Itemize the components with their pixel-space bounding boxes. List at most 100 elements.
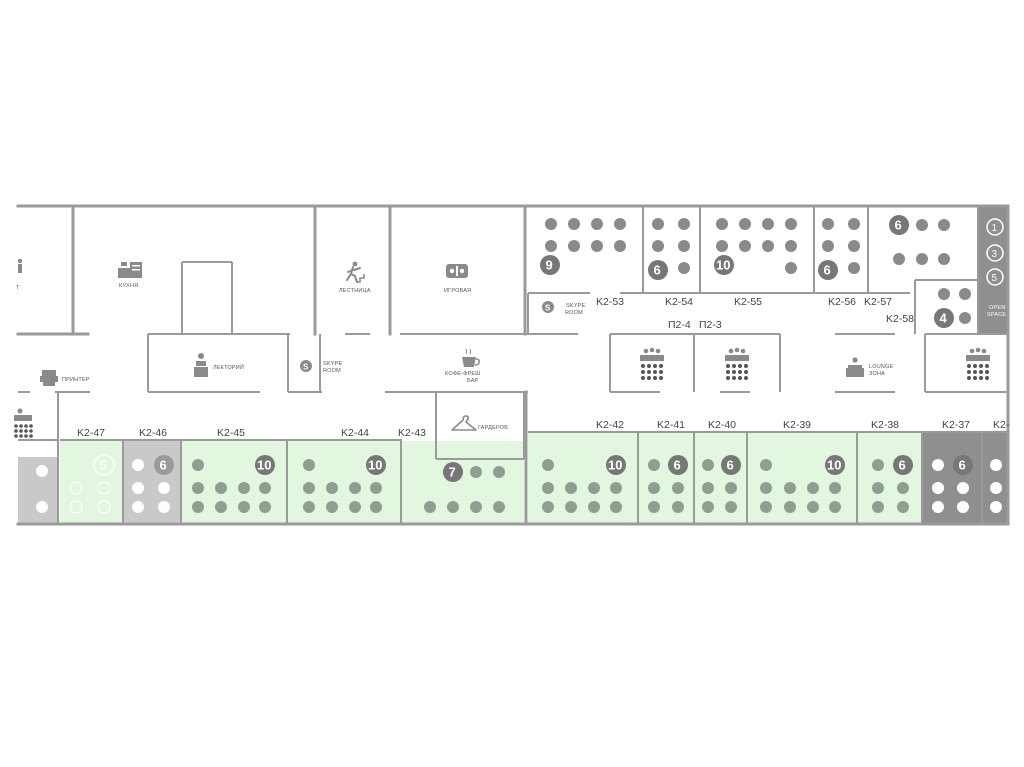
room-k2-43-fill[interactable] [402, 441, 524, 523]
seat-dot[interactable] [69, 481, 83, 495]
seat-dot[interactable] [807, 482, 819, 494]
seat-dot[interactable] [591, 218, 603, 230]
seat-dot[interactable] [470, 466, 482, 478]
seat-dot[interactable] [725, 482, 737, 494]
seat-dot[interactable] [822, 218, 834, 230]
seat-dot[interactable] [897, 482, 909, 494]
seat-dot[interactable] [938, 219, 950, 231]
seat-dot[interactable] [807, 501, 819, 513]
room-label-k2-58[interactable]: K2-58 [886, 313, 914, 325]
seat-dot[interactable] [588, 501, 600, 513]
seat-dot[interactable] [957, 501, 969, 513]
seat-dot[interactable] [648, 459, 660, 471]
seat-dot[interactable] [591, 240, 603, 252]
room-label-k2-53[interactable]: K2-53 [596, 296, 624, 308]
room-label-k2-39[interactable]: K2-39 [783, 419, 811, 431]
seat-dot[interactable] [158, 501, 170, 513]
seat-dot[interactable] [702, 482, 714, 494]
seat-dot[interactable] [822, 240, 834, 252]
seat-dot[interactable] [762, 218, 774, 230]
seat-dot[interactable] [493, 466, 505, 478]
seat-dot[interactable] [848, 218, 860, 230]
seat-dot[interactable] [97, 500, 111, 514]
seat-dot[interactable] [702, 459, 714, 471]
seat-dot[interactable] [932, 459, 944, 471]
seat-dot[interactable] [493, 501, 505, 513]
room-label-k2-43[interactable]: K2-43 [398, 427, 426, 439]
seat-dot[interactable] [326, 501, 338, 513]
seat-dot[interactable] [326, 482, 338, 494]
seat-dot[interactable] [36, 501, 48, 513]
seat-dot[interactable] [959, 288, 971, 300]
seat-dot[interactable] [370, 501, 382, 513]
room-label-k2-45[interactable]: K2-45 [217, 427, 245, 439]
room-label-k2-56[interactable]: K2-56 [828, 296, 856, 308]
room-k2-41-fill[interactable] [639, 433, 693, 523]
seat-dot[interactable] [349, 482, 361, 494]
seat-dot[interactable] [784, 501, 796, 513]
room-label-k2-36-partial[interactable]: K2- [993, 419, 1010, 431]
seat-dot[interactable] [829, 482, 841, 494]
seat-dot[interactable] [652, 218, 664, 230]
seat-dot[interactable] [303, 501, 315, 513]
seat-dot[interactable] [69, 500, 83, 514]
seat-dot[interactable] [97, 481, 111, 495]
seat-dot[interactable] [760, 501, 772, 513]
seat-dot[interactable] [215, 482, 227, 494]
seat-dot[interactable] [614, 218, 626, 230]
seat-dot[interactable] [545, 218, 557, 230]
room-label-k2-44[interactable]: K2-44 [341, 427, 369, 439]
seat-dot[interactable] [990, 501, 1002, 513]
room-label-p2-4[interactable]: П2-4 [668, 319, 691, 331]
seat-dot[interactable] [215, 501, 227, 513]
room-label-k2-47[interactable]: K2-47 [77, 427, 105, 439]
seat-dot[interactable] [614, 240, 626, 252]
room-label-k2-46[interactable]: K2-46 [139, 427, 167, 439]
seat-dot[interactable] [938, 288, 950, 300]
seat-dot[interactable] [588, 482, 600, 494]
seat-dot[interactable] [725, 501, 737, 513]
seat-dot[interactable] [303, 459, 315, 471]
seat-dot[interactable] [158, 482, 170, 494]
seat-dot[interactable] [470, 501, 482, 513]
seat-dot[interactable] [716, 218, 728, 230]
seat-dot[interactable] [192, 501, 204, 513]
seat-dot[interactable] [192, 459, 204, 471]
seat-dot[interactable] [259, 501, 271, 513]
seat-dot[interactable] [672, 501, 684, 513]
seat-dot[interactable] [932, 501, 944, 513]
open-space-fill[interactable] [979, 206, 1009, 334]
seat-dot[interactable] [990, 482, 1002, 494]
room-k2-46-fill[interactable] [124, 441, 180, 523]
seat-dot[interactable] [739, 218, 751, 230]
seat-dot[interactable] [678, 218, 690, 230]
seat-dot[interactable] [957, 482, 969, 494]
seat-dot[interactable] [132, 501, 144, 513]
room-label-k2-55[interactable]: K2-55 [734, 296, 762, 308]
seat-dot[interactable] [192, 482, 204, 494]
seat-dot[interactable] [872, 459, 884, 471]
seat-dot[interactable] [872, 482, 884, 494]
seat-dot[interactable] [762, 240, 774, 252]
seat-dot[interactable] [447, 501, 459, 513]
seat-dot[interactable] [648, 501, 660, 513]
seat-dot[interactable] [739, 240, 751, 252]
seat-dot[interactable] [893, 253, 905, 265]
seat-dot[interactable] [990, 459, 1002, 471]
seat-dot[interactable] [610, 482, 622, 494]
room-k2-37-fill[interactable] [923, 433, 981, 523]
room-label-p2-3[interactable]: П2-3 [699, 319, 722, 331]
seat-dot[interactable] [238, 482, 250, 494]
room-label-k2-37[interactable]: K2-37 [942, 419, 970, 431]
seat-dot[interactable] [542, 459, 554, 471]
seat-dot[interactable] [938, 253, 950, 265]
seat-dot[interactable] [872, 501, 884, 513]
seat-dot[interactable] [916, 219, 928, 231]
room-label-k2-54[interactable]: K2-54 [665, 296, 693, 308]
seat-dot[interactable] [848, 240, 860, 252]
seat-dot[interactable] [959, 312, 971, 324]
room-label-k2-41[interactable]: K2-41 [657, 419, 685, 431]
seat-dot[interactable] [568, 240, 580, 252]
seat-dot[interactable] [785, 262, 797, 274]
room-k2-38-fill[interactable] [858, 433, 921, 523]
